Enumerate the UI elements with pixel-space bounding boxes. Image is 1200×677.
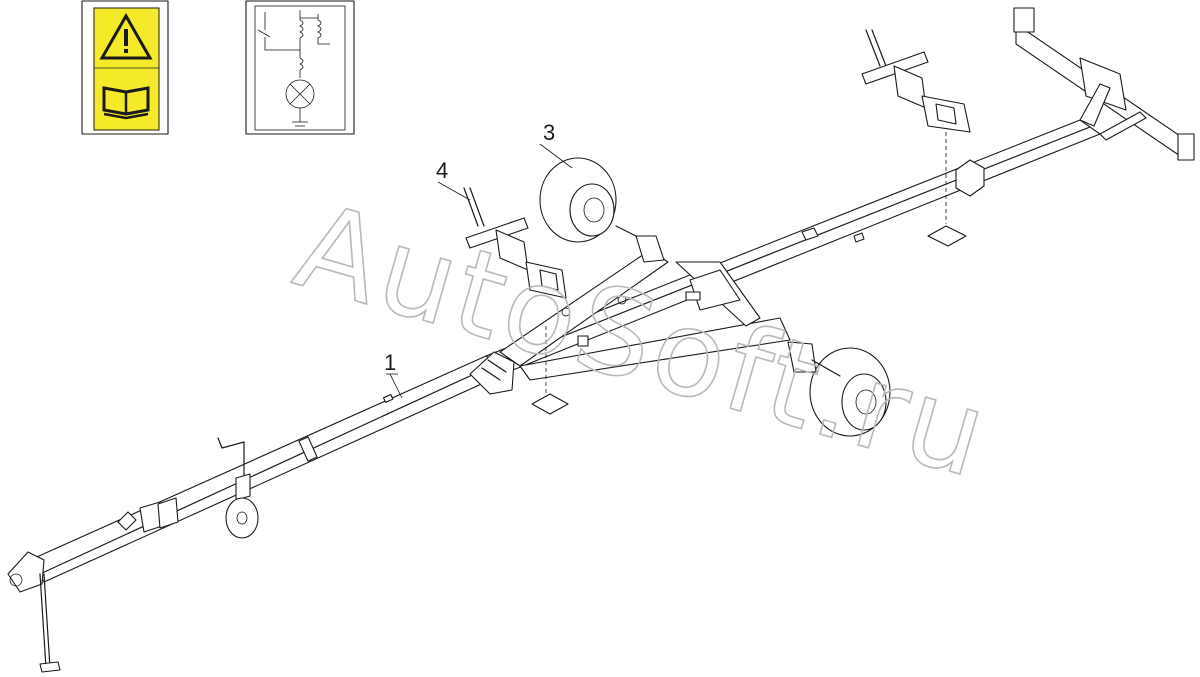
- warning-triangle-icon: [99, 12, 153, 60]
- safety-sign: [81, 0, 169, 135]
- wheel-lower: [787, 341, 891, 437]
- support-stand-right: [861, 29, 971, 133]
- base-plate-center: [531, 326, 569, 415]
- front-brackets: [139, 497, 179, 533]
- support-stand-left: [463, 187, 567, 299]
- callout-1: 1: [384, 350, 396, 375]
- callout-3: 3: [543, 120, 555, 145]
- center-coupling: [469, 351, 515, 395]
- hitch-eye: [7, 551, 61, 673]
- watermark-text: AutoSoft.ru: [282, 176, 1004, 505]
- manual-book-icon: [102, 86, 150, 120]
- base-plate-right: [927, 132, 967, 247]
- drawbar-beam: [29, 355, 509, 583]
- jockey-wheel: [217, 437, 259, 539]
- axle-a-frame: [499, 249, 791, 381]
- rear-crossbar: [1013, 7, 1195, 161]
- lamp-circuit-icon: [245, 0, 355, 135]
- callout-4: 4: [436, 158, 448, 183]
- wheel-upper: [539, 157, 665, 263]
- callout-leaders: [386, 143, 573, 399]
